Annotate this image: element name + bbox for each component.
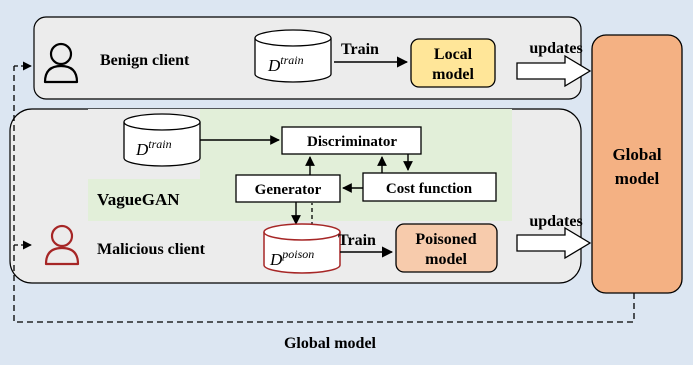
poisoned-model-line1: Poisoned [415, 231, 476, 248]
poison-dataset-cylinder [263, 223, 341, 274]
cost-function-label: Cost function [386, 181, 473, 197]
malicious-train-label: Train [338, 232, 376, 249]
discriminator-label: Discriminator [307, 134, 397, 150]
vaguegan-label: VagueGAN [97, 190, 180, 209]
benign-updates-arrow [516, 54, 592, 88]
global-model-box [591, 34, 683, 294]
local-model-line1: Local [434, 46, 473, 63]
benign-dataset-cylinder [254, 29, 332, 83]
global-feedback-label: Global model [284, 335, 377, 352]
poisoned-model-box [395, 223, 498, 273]
benign-user-icon [43, 42, 79, 84]
benign-dataset-label: Dtrain [267, 53, 304, 75]
global-model-line2: model [615, 169, 660, 188]
malicious-user-icon [44, 224, 80, 266]
generator-label: Generator [255, 182, 322, 198]
benign-updates-label: updates [529, 40, 582, 57]
discriminator-box [281, 126, 422, 155]
benign-client-label: Benign client [100, 52, 190, 69]
poison-dataset-label: Dpoison [269, 247, 314, 269]
generator-box [235, 174, 341, 203]
malicious-updates-arrow [516, 226, 592, 260]
local-model-box [410, 38, 496, 88]
malicious-updates-label: updates [529, 213, 582, 230]
malicious-dataset-label: Dtrain [135, 137, 172, 159]
poisoned-model-line2: model [425, 251, 467, 268]
global-model-line1: Global [612, 145, 661, 164]
malicious-dataset-cylinder [123, 113, 201, 167]
benign-train-label: Train [341, 41, 379, 58]
global-feedback-dashed-loop [13, 66, 635, 323]
malicious-client-label: Malicious client [97, 241, 206, 258]
cost-function-box [362, 172, 497, 202]
local-model-line2: model [432, 66, 474, 83]
